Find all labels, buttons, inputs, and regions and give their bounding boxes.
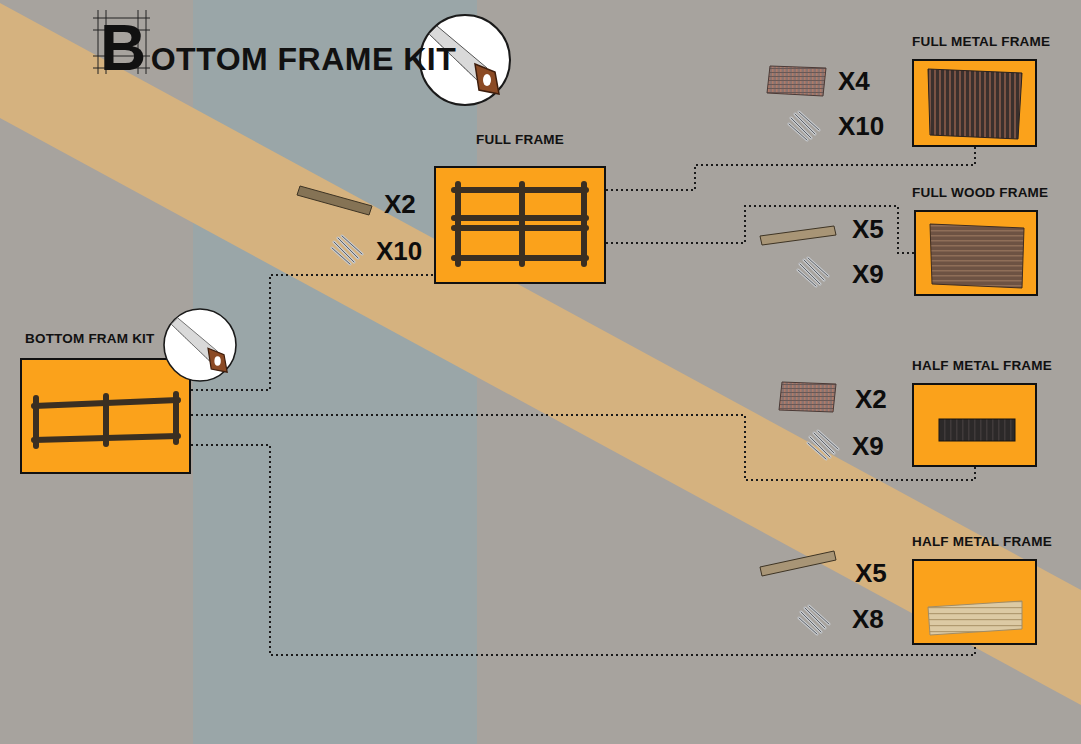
nails-icon: [798, 258, 828, 286]
wood-plank-icon: [760, 226, 836, 245]
nails-icon: [799, 606, 829, 634]
box-heading: FULL WOOD FRAME: [912, 185, 1048, 201]
quantity-label: X9: [852, 261, 884, 287]
quantity-label: X5: [852, 216, 884, 242]
nails-icon: [808, 431, 838, 459]
diagram-title: BOTTOM FRAME KIT: [100, 16, 456, 80]
frame-box: BOTTOM FRAM KIT: [20, 358, 191, 474]
ground: [193, 0, 477, 744]
nails-icon: [808, 431, 838, 459]
quantity-label: X4: [838, 68, 870, 94]
box-heading: HALF METAL FRAME: [912, 534, 1052, 550]
full-frame-picture: [454, 184, 586, 264]
saw-badge: [208, 348, 227, 372]
full-frame-picture: [581, 184, 587, 264]
dotted-connector: [191, 445, 975, 655]
nails-icon: [332, 236, 362, 264]
bottom-frame-picture: [103, 396, 109, 444]
frame-box: FULL WOOD FRAME: [914, 210, 1038, 296]
nails-icon: [799, 606, 829, 634]
bottom-frame-picture: [22, 360, 189, 472]
saw-badge: [483, 74, 491, 86]
nails-icon: [332, 112, 838, 634]
dotted-connector: [606, 206, 914, 253]
wood-plank-icon: [760, 551, 836, 576]
wood-frame-picture: [916, 212, 1036, 294]
wood-frame-picture: [930, 224, 1024, 288]
nails-icon: [808, 431, 838, 459]
frame-box: FULL METAL FRAME: [912, 59, 1037, 147]
nails-icon: [789, 112, 819, 140]
metal-frame-picture: [928, 69, 1022, 139]
frame-box: FULL FRAME: [434, 166, 606, 284]
box-heading: HALF METAL FRAME: [912, 358, 1052, 374]
nails-icon: [332, 236, 362, 264]
box-heading: BOTTOM FRAM KIT: [25, 331, 154, 347]
letter-grid: [98, 10, 99, 74]
full-frame-picture: [436, 168, 604, 282]
half-metal-picture: [914, 385, 1035, 465]
saw-badge: [164, 309, 236, 381]
half-wood-picture: [914, 561, 1035, 643]
full-frame-picture: [519, 184, 525, 264]
ground: [0, 3, 1081, 705]
saw-badge: [475, 64, 499, 94]
bottom-frame-picture: [173, 394, 179, 442]
quantity-label: X10: [376, 238, 422, 264]
quantity-label: X2: [384, 191, 416, 217]
bottom-frame-picture: [34, 394, 178, 446]
full-frame-picture: [455, 184, 461, 264]
saw-badge: [164, 309, 236, 381]
quantity-label: X5: [855, 560, 887, 586]
dotted-connector: [606, 147, 975, 190]
frame-box: HALF METAL FRAME: [912, 383, 1037, 467]
frame-box: HALF METAL FRAME: [912, 559, 1037, 645]
quantity-label: X9: [852, 433, 884, 459]
nails-icon: [799, 606, 829, 634]
wood-plank-icon: [297, 186, 372, 215]
bottom-frame-picture: [33, 398, 39, 446]
saw-badge: [214, 356, 220, 366]
nails-icon: [798, 258, 828, 286]
quantity-label: X10: [838, 113, 884, 139]
metal-sheet-icon: [779, 382, 836, 412]
box-heading: FULL FRAME: [476, 132, 564, 148]
saw-badge: [171, 324, 209, 361]
dotted-connector: [191, 415, 975, 480]
quantity-label: X2: [855, 386, 887, 412]
nails-icon: [789, 112, 819, 140]
quantity-label: X8: [852, 606, 884, 632]
metal-frame-picture: [914, 61, 1035, 145]
nails-icon: [798, 258, 828, 286]
metal-sheet-icon: [767, 66, 836, 412]
half-wood-picture: [928, 601, 1022, 635]
box-heading: FULL METAL FRAME: [912, 34, 1050, 50]
nails-icon: [789, 112, 819, 140]
half-metal-picture: [939, 419, 1015, 441]
nails-icon: [332, 236, 362, 264]
metal-sheet-icon: [767, 66, 826, 96]
